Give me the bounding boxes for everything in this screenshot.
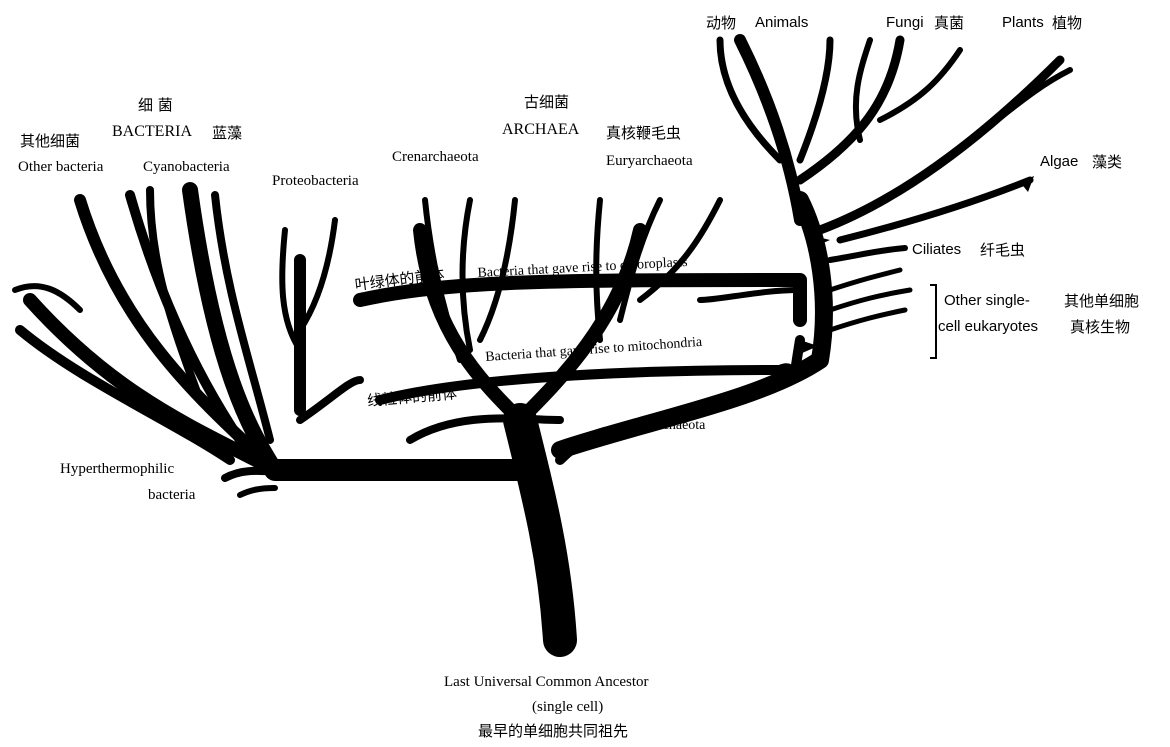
korarchaeota-label: Korarchaeota <box>630 418 705 435</box>
euryarchaeota-label: Euryarchaeota <box>606 152 693 170</box>
algae-label-zh: 藻类 <box>1092 153 1122 171</box>
luca-label: Last Universal Common Ancestor <box>444 673 649 691</box>
archaea-label-zh: 古细菌 <box>524 93 569 111</box>
other-eukaryotes-label-line2: cell eukaryotes <box>938 318 1038 336</box>
algae-label: Algae <box>1040 153 1078 171</box>
fungi-label: Fungi <box>886 14 924 32</box>
archaea-label: ARCHAEA <box>502 120 579 139</box>
ciliates-label: Ciliates <box>912 241 961 259</box>
euryarchaeota-label-zh: 真核鞭毛虫 <box>606 124 681 142</box>
bacteria-label-zh: 细 菌 <box>138 96 173 114</box>
cyanobacteria-label-zh: 蓝藻 <box>212 124 242 142</box>
plants-label-zh: 植物 <box>1052 14 1082 32</box>
ciliates-label-zh: 纤毛虫 <box>980 241 1025 259</box>
other-eukaryotes-label-line1: Other single- <box>944 292 1030 310</box>
hyperthermophilic-label-line1: Hyperthermophilic <box>60 460 174 478</box>
fungi-label-zh: 真菌 <box>934 14 964 32</box>
other-eukaryotes-label-zh-line2: 真核生物 <box>1070 318 1130 336</box>
animals-label: Animals <box>755 14 808 32</box>
plants-label: Plants <box>1002 14 1044 32</box>
animals-label-zh: 动物 <box>706 14 736 32</box>
cyanobacteria-label: Cyanobacteria <box>143 158 230 176</box>
other-eukaryotes-label-zh-line1: 其他单细胞 <box>1064 292 1139 310</box>
crenarchaeota-label: Crenarchaeota <box>392 148 479 166</box>
luca-label-zh: 最早的单细胞共同祖先 <box>478 722 628 740</box>
luca-subtitle: (single cell) <box>532 698 603 716</box>
other-bacteria-label: Other bacteria <box>18 158 103 176</box>
proteobacteria-label: Proteobacteria <box>272 172 359 190</box>
other-bacteria-label-zh: 其他细菌 <box>20 132 80 150</box>
hyperthermophilic-label-line2: bacteria <box>148 486 195 504</box>
bacteria-label: BACTERIA <box>112 122 192 141</box>
